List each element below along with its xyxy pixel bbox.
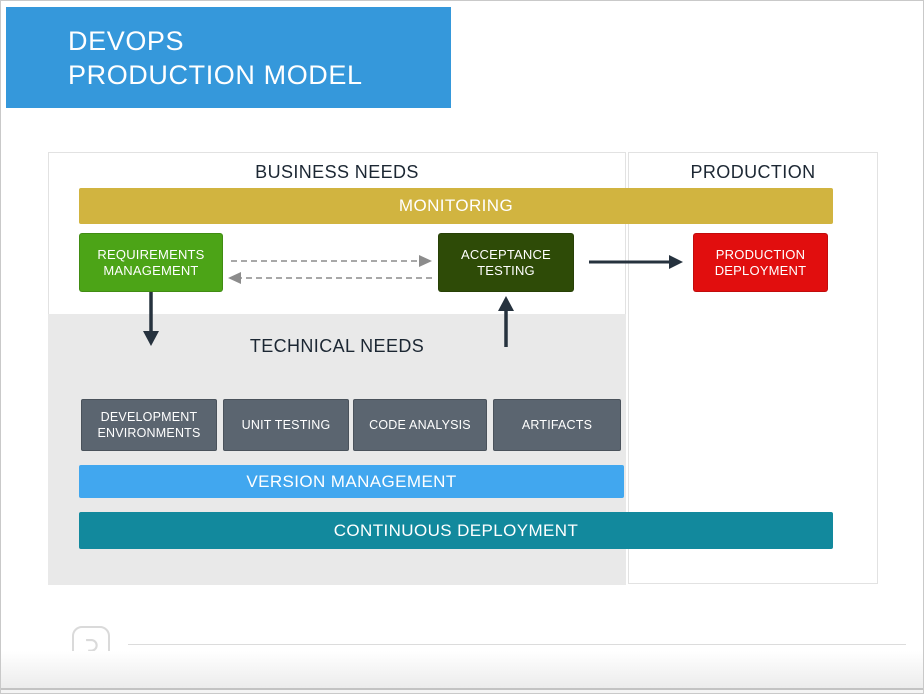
slide-title-line2: PRODUCTION MODEL	[68, 60, 363, 90]
artifacts-box: ARTIFACTS	[493, 399, 621, 451]
version-management-bar: VERSION MANAGEMENT	[79, 465, 624, 498]
bottom-edge-line	[1, 688, 923, 690]
development-environments-box: DEVELOPMENT ENVIRONMENTS	[81, 399, 217, 451]
acceptance-testing-box: ACCEPTANCE TESTING	[438, 233, 574, 292]
production-deployment-box: PRODUCTION DEPLOYMENT	[693, 233, 828, 292]
continuous-deployment-bar: CONTINUOUS DEPLOYMENT	[79, 512, 833, 549]
slide-title-line1: DEVOPS	[68, 26, 185, 56]
slide-title: DEVOPS PRODUCTION MODEL	[6, 7, 451, 108]
requirements-management-box: REQUIREMENTS MANAGEMENT	[79, 233, 223, 292]
bottom-gradient	[1, 651, 923, 688]
footer-divider	[128, 644, 906, 645]
business-needs-heading: BUSINESS NEEDS	[255, 162, 419, 182]
monitoring-bar: MONITORING	[79, 188, 833, 224]
technical-needs-heading: TECHNICAL NEEDS	[249, 336, 425, 356]
code-analysis-box: CODE ANALYSIS	[353, 399, 487, 451]
bottom-edge-under	[1, 690, 923, 693]
production-heading: PRODUCTION	[690, 162, 816, 182]
d-logo-icon	[86, 639, 98, 652]
unit-testing-box: UNIT TESTING	[223, 399, 349, 451]
